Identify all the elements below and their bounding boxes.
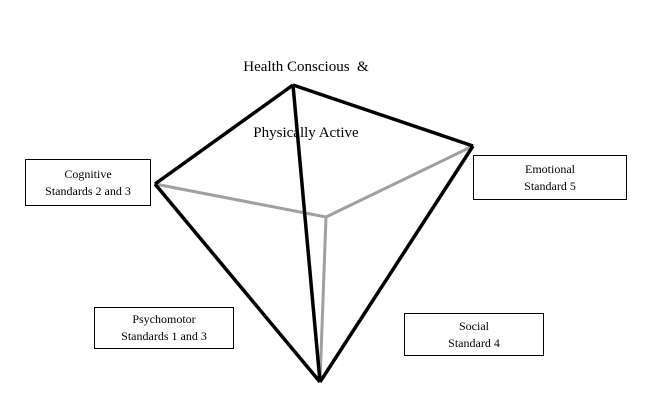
label-box-psychomotor: Psychomotor Standards 1 and 3 xyxy=(94,307,234,349)
label-box-cognitive: Cognitive Standards 2 and 3 xyxy=(25,159,151,206)
psychomotor-name: Psychomotor xyxy=(132,312,196,326)
title-line-1: Health Conscious & xyxy=(243,59,369,75)
edge-emotional-bottom xyxy=(318,145,475,383)
psychomotor-standard: Standards 1 and 3 xyxy=(121,329,207,343)
edge-apex-emotional xyxy=(292,83,474,148)
diagram-title: Health Conscious & Physically Active xyxy=(206,12,406,166)
edge-cognitive-center xyxy=(154,182,327,219)
emotional-name: Emotional xyxy=(525,161,575,176)
edge-cognitive-bottom xyxy=(153,182,322,384)
social-standard: Standard 4 xyxy=(448,335,500,350)
cognitive-standard: Standards 2 and 3 xyxy=(45,183,131,198)
cognitive-name: Cognitive xyxy=(64,166,112,181)
edge-center-bottom xyxy=(318,216,328,383)
label-box-emotional: Emotional Standard 5 xyxy=(473,155,627,200)
edge-apex-cognitive xyxy=(153,83,295,186)
title-line-2: Physically Active xyxy=(253,125,359,141)
emotional-standard: Standard 5 xyxy=(524,178,576,193)
social-name: Social xyxy=(459,318,489,333)
label-box-social: Social Standard 4 xyxy=(404,313,544,356)
edge-apex-bottom xyxy=(291,84,322,383)
edge-emotional-center xyxy=(325,144,474,219)
